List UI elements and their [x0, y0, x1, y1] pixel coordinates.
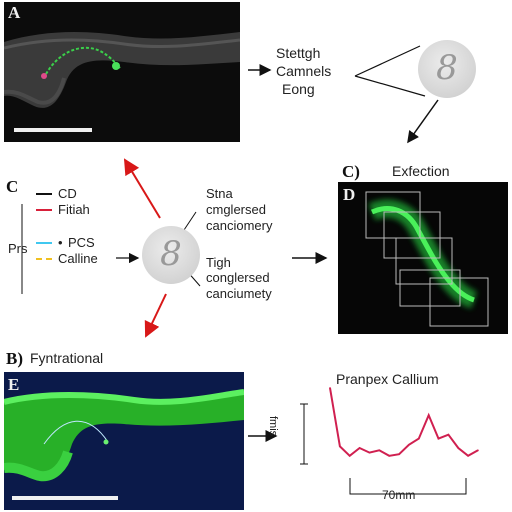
- trace-point: [358, 447, 361, 449]
- circle-icon-middle: 8: [142, 226, 200, 284]
- panel-d-image: [338, 182, 508, 334]
- trace-point: [447, 433, 450, 436]
- pointer-line-lower: [354, 75, 426, 97]
- trace-axes: [300, 403, 467, 495]
- trace-point: [368, 451, 371, 454]
- panel-b-label: B): [6, 349, 23, 368]
- fluorescent-tissue-image: [4, 389, 244, 482]
- lower-note-line-1: Tigh: [206, 255, 231, 270]
- trace-point: [457, 447, 460, 449]
- circle-glyph-top: 8: [436, 48, 458, 88]
- legend-label-fitiah: Fitiah: [58, 202, 90, 217]
- trace-x-label: 70mm: [382, 488, 416, 502]
- trace-point: [437, 437, 440, 440]
- trace-point: [427, 414, 430, 417]
- trace-point: [339, 445, 341, 448]
- panel-c2-title: Exfection: [392, 163, 450, 179]
- top-caption-line-3: Eong: [282, 81, 315, 97]
- legend-swatch-pcs: [36, 242, 52, 244]
- fluorescent-cell-image: [365, 191, 489, 327]
- top-caption-line-1: Stettgh: [276, 45, 321, 61]
- legend-swatch-cd: [36, 193, 52, 195]
- pointer-line-upper: [354, 45, 421, 77]
- legend-label-pcs: PCS: [68, 235, 95, 250]
- trace-point: [388, 455, 391, 457]
- upper-note-line-1: Stna: [206, 186, 233, 201]
- panel-a-image: [4, 2, 240, 142]
- trace-point: [398, 453, 400, 456]
- circle-icon-top: 8: [418, 40, 476, 98]
- lower-note-line-2: conglersed: [206, 270, 270, 285]
- upper-note-line-2: cmglersed: [206, 202, 266, 217]
- panel-b-title: Fyntrational: [30, 350, 104, 366]
- trace-point: [418, 437, 420, 440]
- scale-bar-e: [12, 496, 118, 500]
- legend-label-cd: CD: [58, 186, 77, 201]
- arrow-to-panel-c2: [407, 99, 439, 144]
- panel-e-image: [4, 372, 244, 510]
- top-caption-line-2: Camnels: [276, 63, 332, 79]
- scale-bar: [14, 128, 92, 132]
- panel-d-label: D: [343, 185, 356, 204]
- legend-swatch-fitiah: [36, 209, 52, 211]
- legend-swatch-calline: [36, 258, 52, 260]
- x-scale-bracket: [349, 478, 467, 495]
- trace-point: [467, 455, 469, 457]
- trace-title: Pranpex Callium: [336, 371, 439, 387]
- legend-label-calline: Calline: [58, 251, 98, 266]
- trace-point: [408, 444, 410, 446]
- legend-bullet-pcs: •: [58, 235, 63, 250]
- circle-glyph-middle: 8: [160, 234, 182, 274]
- panel-c2-label: C): [342, 162, 360, 181]
- trace-series: [329, 387, 479, 458]
- red-arrow-down: [144, 293, 167, 338]
- legend-side-label: Prs: [8, 241, 28, 256]
- trace-point: [329, 387, 331, 389]
- panel-a-label: A: [8, 3, 21, 22]
- panel-c-label: C: [6, 177, 19, 196]
- trace-point: [348, 455, 351, 457]
- panel-e-label: E: [8, 375, 20, 394]
- trace-line: [329, 387, 479, 458]
- trace-point: [378, 449, 381, 452]
- lower-note-line-3: canciumety: [206, 286, 272, 301]
- upper-note-line-3: canciomery: [206, 218, 273, 233]
- neurite-micrograph-a: [4, 32, 240, 108]
- trace-point: [477, 449, 479, 452]
- red-arrow-up: [123, 158, 161, 219]
